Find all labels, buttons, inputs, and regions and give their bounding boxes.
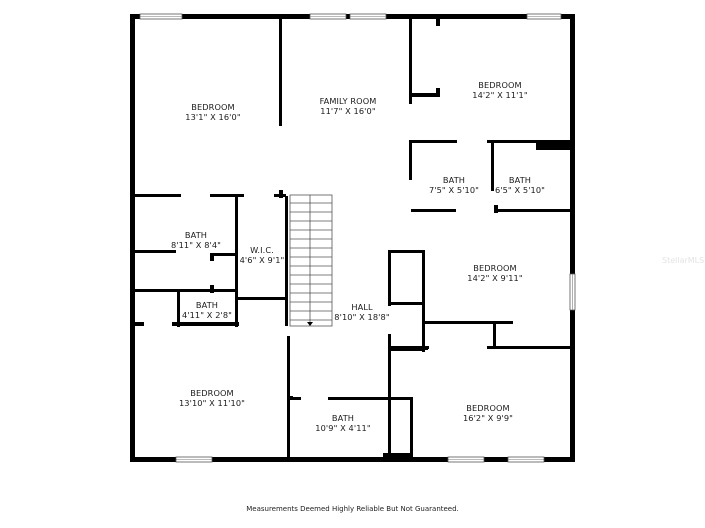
room-bath-ne-left: BATH 7'5" X 5'10" bbox=[429, 175, 479, 195]
room-bedroom-se: BEDROOM 16'2" X 9'9" bbox=[463, 403, 513, 423]
room-name: BATH bbox=[195, 300, 219, 310]
room-name: BATH bbox=[184, 230, 208, 240]
room-dimensions: 6'5" X 5'10" bbox=[494, 185, 546, 195]
room-name: FAMILY ROOM bbox=[319, 96, 377, 106]
room-bedroom-sw: BEDROOM 13'10" X 11'10" bbox=[179, 388, 245, 408]
room-dimensions: 13'10" X 11'10" bbox=[178, 398, 246, 408]
room-name: W.I.C. bbox=[250, 245, 274, 255]
disclaimer-text: Measurements Deemed Highly Reliable But … bbox=[246, 505, 459, 513]
room-name: BEDROOM bbox=[190, 388, 234, 398]
room-dimensions: 14'2" X 11'1" bbox=[472, 90, 528, 100]
room-name: HALL bbox=[351, 302, 373, 312]
interior-walls bbox=[135, 14, 571, 458]
room-name: BEDROOM bbox=[191, 102, 235, 112]
room-name: BEDROOM bbox=[466, 403, 510, 413]
window-top-3 bbox=[349, 13, 387, 20]
window-top-4 bbox=[526, 13, 562, 20]
room-name: BATH bbox=[331, 413, 355, 423]
room-dimensions: 7'5" X 5'10" bbox=[428, 185, 480, 195]
room-bedroom-ne: BEDROOM 14'2" X 11'1" bbox=[472, 80, 527, 100]
room-bath-small: BATH 4'11" X 2'8" bbox=[182, 300, 232, 320]
room-wic: W.I.C. 4'6" X 9'1" bbox=[240, 245, 285, 265]
room-bath-west: BATH 8'11" X 8'4" bbox=[171, 230, 221, 250]
room-name: BEDROOM bbox=[473, 263, 517, 273]
window-bottom-1 bbox=[175, 456, 213, 463]
watermark: StellarMLS bbox=[662, 256, 705, 265]
room-dimensions: 4'11" X 2'8" bbox=[181, 310, 233, 320]
room-dimensions: 16'2" X 9'9" bbox=[462, 413, 514, 423]
window-bottom-2 bbox=[447, 456, 485, 463]
window-top-1 bbox=[139, 13, 183, 20]
room-dimensions: 10'9" X 4'11" bbox=[315, 423, 371, 433]
room-name: BEDROOM bbox=[478, 80, 522, 90]
room-dimensions: 14'2" X 9'11" bbox=[467, 273, 523, 283]
room-dimensions: 8'10" X 18'8" bbox=[334, 312, 390, 322]
room-bedroom-nw: BEDROOM 13'1" X 16'0" bbox=[185, 102, 240, 122]
room-name: BATH bbox=[442, 175, 466, 185]
window-right-east-bedroom bbox=[569, 273, 576, 311]
room-bath-south: BATH 10'9" X 4'11" bbox=[315, 413, 370, 433]
stair-down-arrow-icon bbox=[307, 322, 313, 326]
room-dimensions: 8'11" X 8'4" bbox=[170, 240, 222, 250]
room-bedroom-east: BEDROOM 14'2" X 9'11" bbox=[467, 263, 522, 283]
room-dimensions: 4'6" X 9'1" bbox=[239, 255, 285, 265]
window-bottom-3 bbox=[507, 456, 545, 463]
room-bath-ne-right: BATH 6'5" X 5'10" bbox=[495, 175, 545, 195]
room-family-room: FAMILY ROOM 11'7" X 16'0" bbox=[320, 96, 377, 116]
staircase bbox=[289, 194, 333, 327]
room-name: BATH bbox=[508, 175, 532, 185]
window-top-2 bbox=[309, 13, 347, 20]
room-hall: HALL 8'10" X 18'8" bbox=[334, 302, 389, 322]
room-dimensions: 13'1" X 16'0" bbox=[185, 112, 241, 122]
room-dimensions: 11'7" X 16'0" bbox=[320, 106, 376, 116]
